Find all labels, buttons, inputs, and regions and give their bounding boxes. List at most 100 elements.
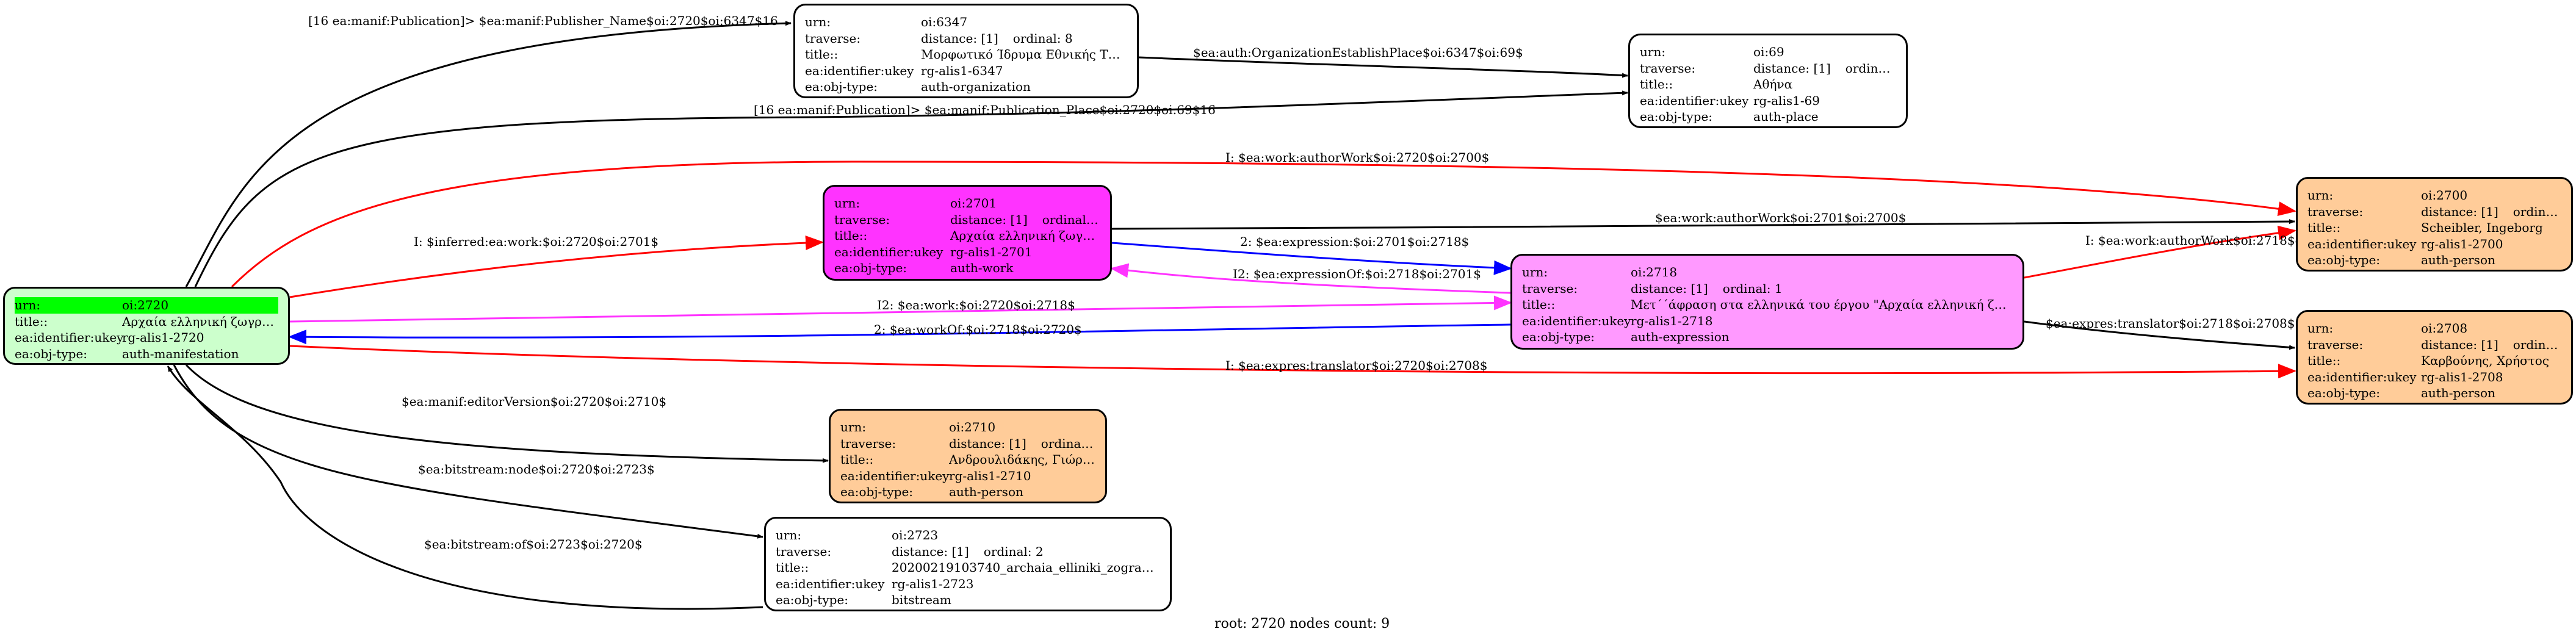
field-label: ea:obj-type:	[805, 79, 878, 94]
urn-value: oi:2718	[1631, 265, 1678, 279]
edge-translator-2720	[289, 345, 2296, 379]
field-label: urn:	[776, 528, 802, 542]
node-2710[interactable]: urn: oi:2710 traverse:distance: [1]ordina…	[829, 409, 1107, 503]
ordinal-value: ordinal: 2	[983, 544, 1044, 559]
row-traverse: traverse:distance: [1]ordinal: 2	[776, 544, 1160, 560]
edge-publisher-name	[185, 21, 792, 287]
field-label: title::	[834, 228, 868, 243]
field-label: urn:	[2307, 321, 2334, 336]
type-value: auth-person	[2421, 253, 2495, 267]
field-label: title::	[15, 314, 48, 329]
distance-value: distance: [1]	[921, 31, 998, 46]
row-title: title::Αρχαία ελληνική ζωγραφική	[15, 314, 278, 330]
node-2723[interactable]: urn: oi:2723 traverse:distance: [1]ordina…	[764, 517, 1172, 611]
node-2700[interactable]: urn:oi:2700 traverse:distance: [1]ordina…	[2296, 177, 2573, 272]
field-label: traverse:	[2307, 204, 2364, 219]
row-title: title::20200219103740_archaia_elliniki_z…	[776, 560, 1160, 576]
field-label: title::	[2307, 353, 2341, 368]
title-value: 20200219103740_archaia_elliniki_zografik…	[892, 560, 1160, 575]
distance-value: distance: [1]	[1753, 60, 1831, 76]
title-value: Ανδρουλιδάκης, Γιώργος	[949, 452, 1095, 467]
type-value: auth-work	[950, 261, 1014, 275]
field-label: title::	[840, 452, 874, 467]
field-label: traverse:	[840, 436, 897, 451]
row-traverse: traverse:distance: [1]ordinal: 4	[840, 436, 1095, 452]
field-label: urn:	[840, 420, 867, 434]
field-label: urn:	[1522, 265, 1548, 279]
edge-label: [16 ea:manif:Publication]> $ea:manif:Pub…	[308, 13, 778, 28]
node-2718[interactable]: urn:oi:2718 traverse:distance: [1]ordina…	[1510, 254, 2024, 350]
edge-label: 2: $ea:expression:$oi:2701$oi:2718$	[1240, 234, 1470, 249]
type-value: auth-expression	[1631, 329, 1730, 344]
edge-label: [16 ea:manif:Publication]> $ea:manif:Pub…	[754, 103, 1216, 117]
edge-label: 2: $ea:workOf:$oi:2718$oi:2720$	[874, 322, 1082, 337]
row-title: title::Αρχαία ελληνική ζωγραφική	[834, 228, 1100, 244]
field-label: ea:identifier:ukey	[15, 330, 124, 345]
field-label: ea:identifier:ukey	[1522, 313, 1631, 328]
field-label: title::	[805, 47, 839, 62]
field-label: ea:identifier:ukey	[840, 468, 950, 483]
urn-value: oi:2701	[950, 196, 997, 211]
ukey-value: rg-alis1-2720	[122, 330, 204, 345]
edge-label: $ea:manif:editorVersion$oi:2720$oi:2710$	[402, 394, 667, 409]
row-title: title::Ανδρουλιδάκης, Γιώργος	[840, 452, 1095, 468]
field-label: traverse:	[1640, 60, 1696, 76]
edge-label: $ea:expres:translator$oi:2718$oi:2708$	[2046, 316, 2295, 331]
ukey-value: rg-alis1-2708	[2421, 369, 2503, 384]
edge-expression-of	[1110, 263, 1511, 294]
edge-translator-2718	[2024, 320, 2295, 350]
edge-bitstream-of	[167, 365, 763, 610]
edge-label: I2: $ea:expressionOf:$oi:2718$oi:2701$	[1233, 267, 1481, 281]
ukey-value: rg-alis1-2718	[1631, 313, 1713, 328]
node-6347[interactable]: urn:oi:6347 traverse:distance: [1]ordina…	[793, 4, 1139, 98]
field-label: ea:obj-type:	[834, 261, 907, 275]
row-traverse: traverse:distance: [1]ordinal: 7	[1640, 60, 1896, 77]
urn-value: oi:2723	[892, 528, 939, 542]
node-69[interactable]: urn:oi:69 traverse:distance: [1]ordinal:…	[1628, 34, 1908, 128]
row-ukey: ea:identifier:ukey rg-alis1-2723	[776, 576, 1160, 592]
edge-label: $ea:auth:OrganizationEstablishPlace$oi:6…	[1193, 45, 1523, 60]
title-value: Αθήνα	[1753, 77, 1793, 92]
field-label: ea:identifier:ukey	[776, 576, 885, 591]
ordinal-value: ordinal: 4	[1041, 436, 1095, 451]
field-label: ea:obj-type:	[1522, 329, 1595, 344]
field-label: ea:obj-type:	[15, 346, 88, 361]
edge-label: I: $ea:expres:translator$oi:2720$oi:2708…	[1225, 358, 1488, 373]
row-urn: urn:oi:2708	[2307, 320, 2561, 337]
urn-value: oi:2710	[949, 420, 996, 434]
node-2701[interactable]: urn:oi:2701 traverse:distance: [1]ordina…	[823, 185, 1112, 281]
field-label: title::	[1640, 77, 1673, 92]
field-label: ea:obj-type:	[1640, 109, 1713, 124]
field-label: ea:obj-type:	[840, 484, 914, 499]
field-label: ea:identifier:ukey	[805, 63, 914, 78]
row-title: title::Scheibler, Ingeborg	[2307, 220, 2561, 236]
ukey-value: rg-alis1-69	[1753, 93, 1820, 108]
node-2708[interactable]: urn:oi:2708 traverse:distance: [1]ordina…	[2296, 310, 2573, 405]
field-label: traverse:	[834, 212, 890, 227]
title-value: Μετ΄΄άφραση στα ελληνικά του έργου "Αρχα…	[1631, 297, 2013, 312]
ukey-value: rg-alis1-2710	[949, 468, 1031, 483]
edge-work-2718	[289, 295, 1512, 323]
edge-author-work-2720	[231, 160, 2296, 288]
node-2720[interactable]: urn:oi:2720 title::Αρχαία ελληνική ζωγρα…	[3, 287, 290, 365]
row-type: ea:obj-type: auth-expression	[1522, 329, 2013, 345]
urn-value: oi:2700	[2421, 188, 2468, 203]
field-label: title::	[1522, 297, 1556, 312]
field-label: ea:obj-type:	[2307, 386, 2381, 400]
graph-footer: root: 2720 nodes count: 9	[1214, 616, 1390, 632]
distance-value: distance: [1]	[1631, 281, 1708, 296]
field-label: traverse:	[2307, 337, 2364, 352]
field-label: ea:identifier:ukey	[2307, 236, 2417, 251]
row-title: title::Καρβούνης, Χρήστος	[2307, 353, 2561, 369]
edge-label: $ea:work:authorWork$oi:2701$oi:2700$	[1655, 211, 1907, 225]
ukey-value: rg-alis1-2723	[892, 576, 974, 591]
row-urn: urn: oi:2710	[840, 419, 1095, 436]
field-label: traverse:	[1522, 281, 1578, 296]
row-urn: urn: oi:2718	[1522, 264, 2013, 281]
row-urn: urn:oi:2701	[834, 195, 1100, 212]
field-label: urn:	[1640, 45, 1666, 59]
